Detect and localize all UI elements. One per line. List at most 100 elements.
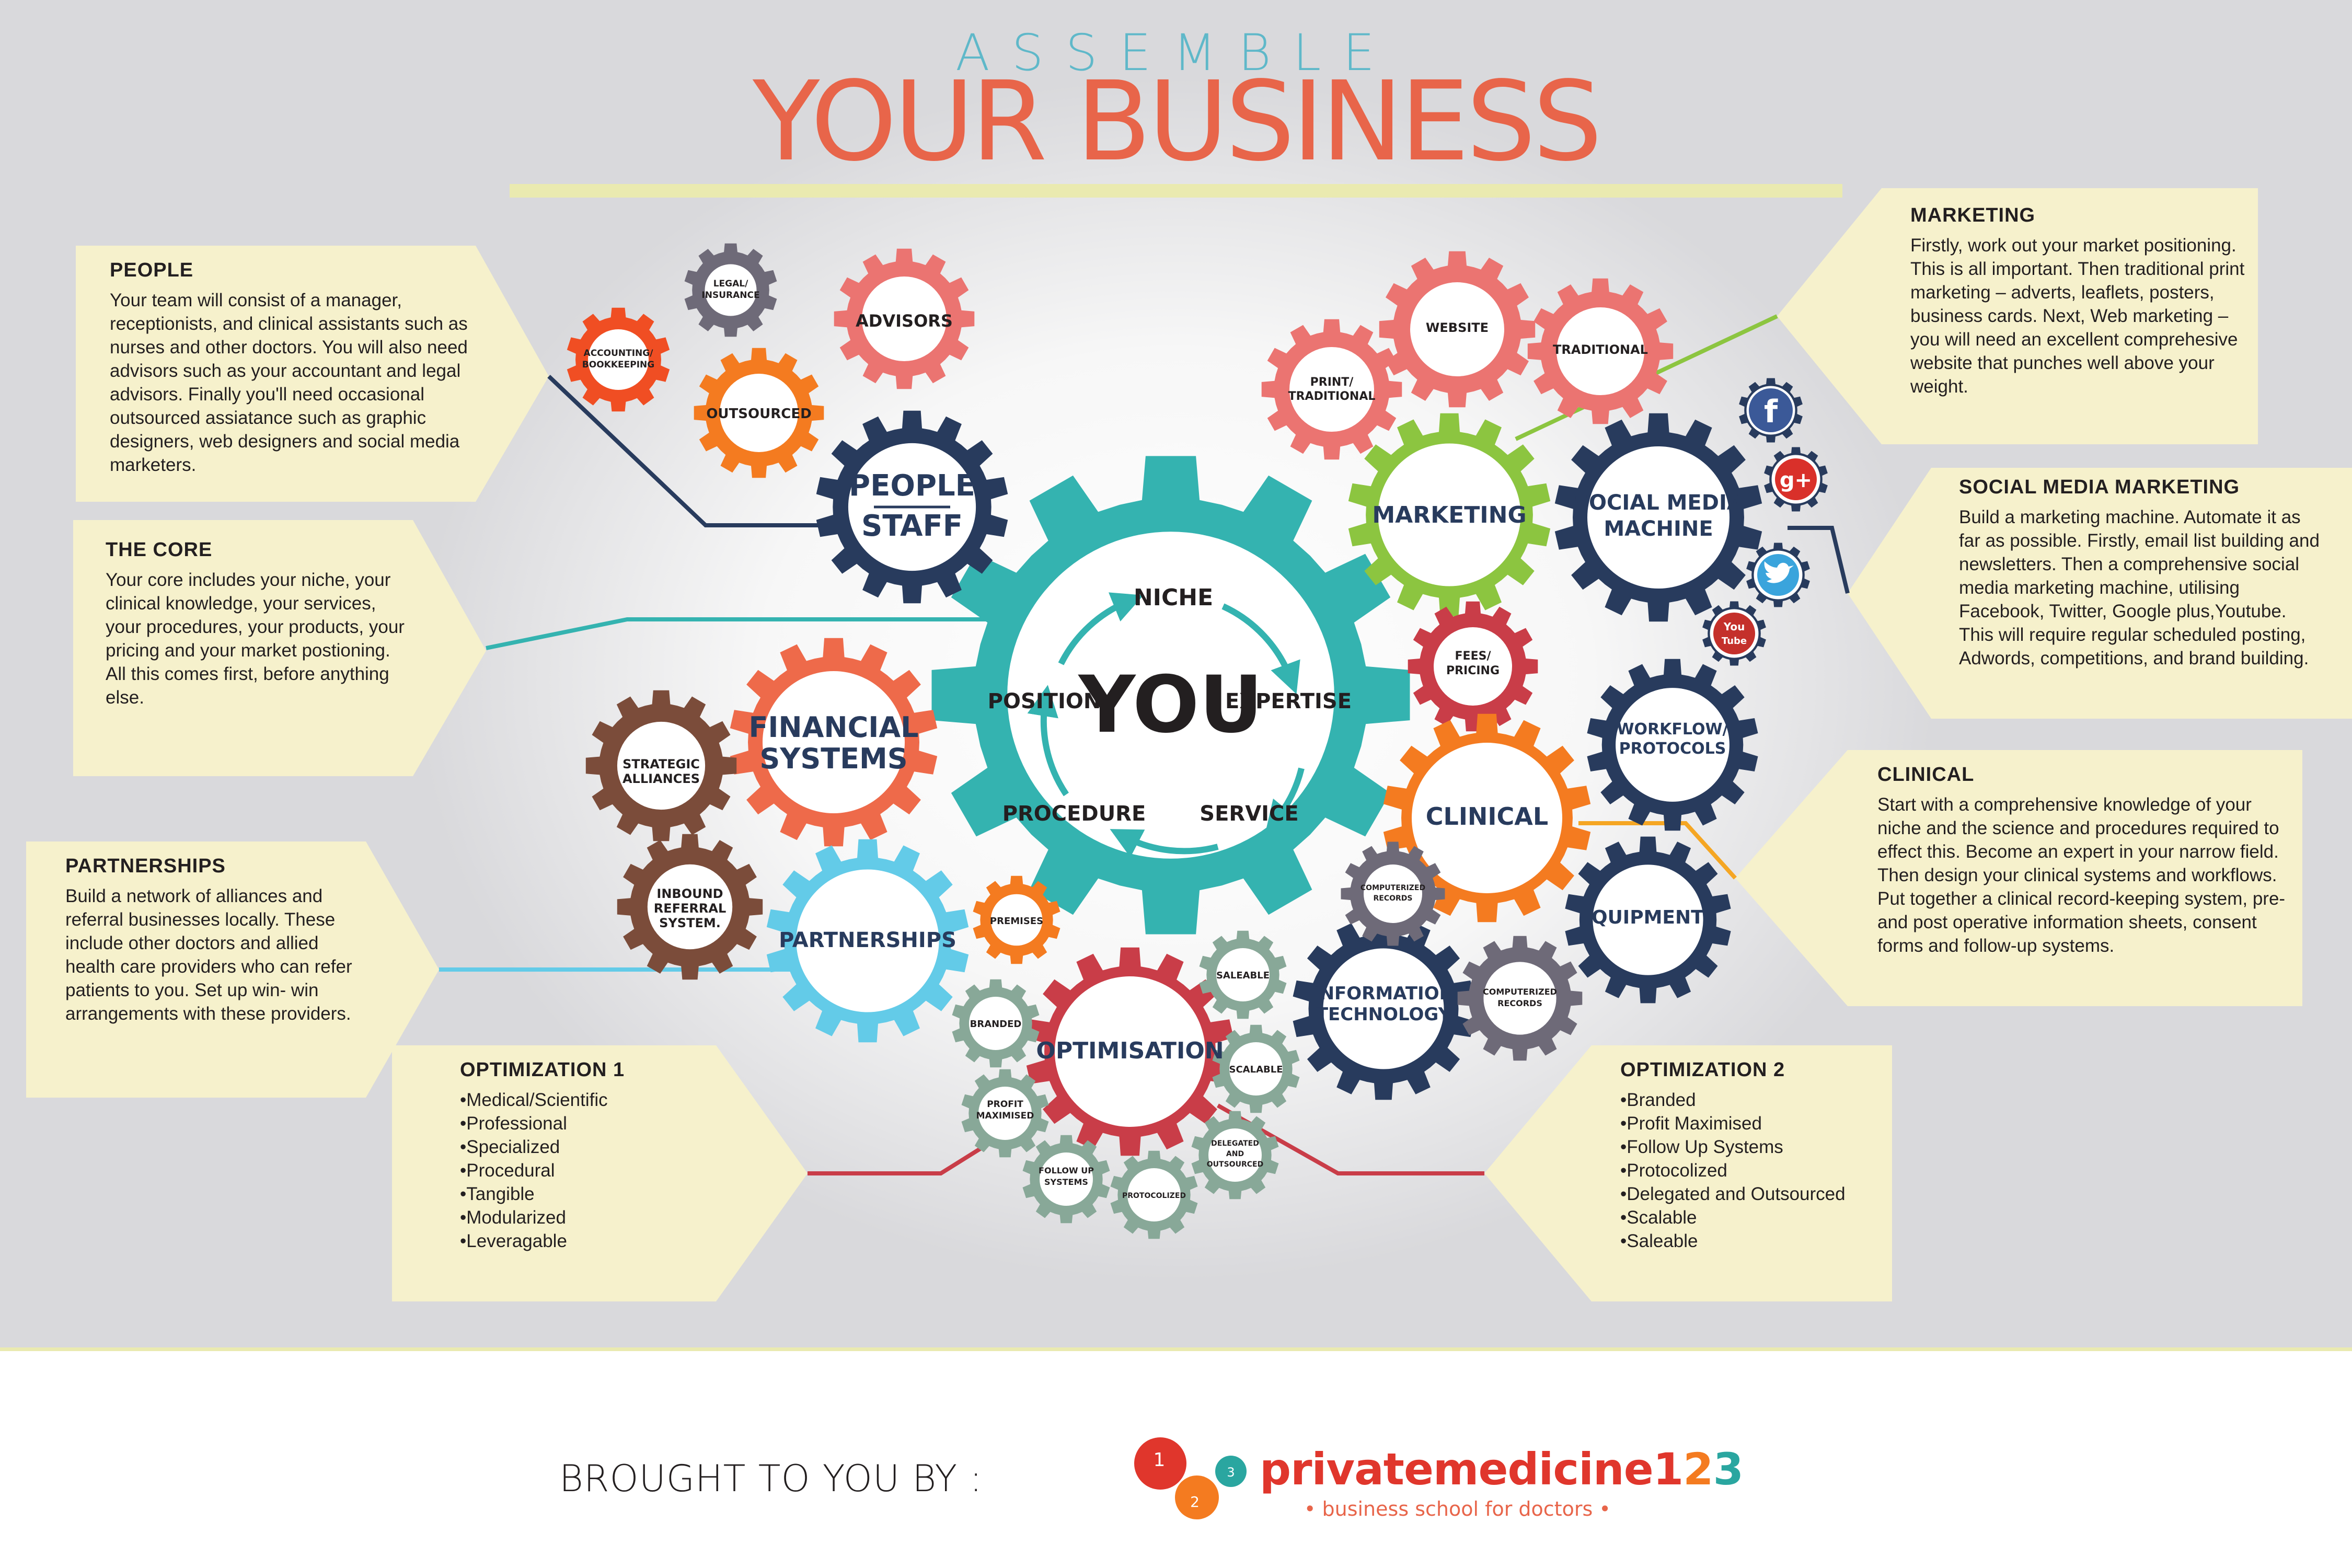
gear-label-and: AND <box>1226 1150 1244 1158</box>
gear-fees-pricing-center <box>1434 627 1512 706</box>
panel-marketing-body: Firstly, work out your market positionin… <box>1910 235 2245 397</box>
youtube-label-top: You <box>1723 620 1745 633</box>
panel-clinical-title: CLINICAL <box>1877 764 1975 786</box>
gear-label-website: WEBSITE <box>1426 320 1489 335</box>
gear-label-insurance: INSURANCE <box>701 290 759 301</box>
page-subtitle: ASSEMBLE <box>955 24 1397 82</box>
list-item: Branded <box>1620 1088 1892 1112</box>
logo-digit-3: 3 <box>1227 1465 1235 1480</box>
gear-optimisation-center <box>1055 976 1205 1127</box>
panel-optimization2: OPTIMIZATION 2 Branded Profit Maximised … <box>1620 1058 1892 1253</box>
gear-label-referral: REFERRAL <box>654 901 727 916</box>
list-item: Scalable <box>1620 1206 1892 1229</box>
panel-optimization1: OPTIMIZATION 1 Medical/Scientific Profes… <box>460 1058 700 1253</box>
gear-label-accounting: ACCOUNTING/ <box>584 348 654 359</box>
gear-label-pricing: PRICING <box>1446 664 1500 677</box>
gear-label-branded: BRANDED <box>970 1019 1022 1030</box>
gear-label-print: PRINT/ <box>1310 376 1354 389</box>
brought-to-you-label: BROUGHT TO YOU BY : <box>559 1457 983 1500</box>
panel-social-media: SOCIAL MEDIA MARKETING Build a marketing… <box>1959 476 2325 670</box>
youtube-label-bottom: Tube <box>1722 636 1747 647</box>
gear-label-financial: FINANCIAL <box>748 711 918 744</box>
gear-traditional-center <box>1557 307 1644 395</box>
panel-shape-marketing <box>1777 188 2258 444</box>
list-item: Professional <box>460 1112 700 1135</box>
gear-label-protocols: PROTOCOLS <box>1619 740 1726 758</box>
list-item: Procedural <box>460 1159 700 1182</box>
panel-people-title: PEOPLE <box>110 259 194 281</box>
gear-label-scalable: SCALABLE <box>1229 1064 1283 1075</box>
gear-label-followup: FOLLOW UP <box>1039 1166 1094 1175</box>
gear-label-strategic: STRATEGIC <box>622 757 700 771</box>
panel-core: THE CORE Your core includes your niche, … <box>106 538 409 709</box>
panel-shape-partnerships <box>26 841 439 1098</box>
gear-print-traditional-center <box>1289 347 1374 432</box>
center-label-you: YOU <box>1078 660 1263 751</box>
list-item: Follow Up Systems <box>1620 1135 1892 1159</box>
connector-social <box>1788 526 1850 594</box>
logo-digit-2: 2 <box>1190 1493 1200 1511</box>
gear-label-information: INFORMATION <box>1313 983 1454 1004</box>
gear-strategic-alliances-center <box>617 721 706 810</box>
center-cycle-arrows <box>1027 592 1305 858</box>
gear-profit-maximised-center <box>978 1087 1032 1140</box>
gear-accounting-center <box>588 329 649 390</box>
gear-protocolized-center <box>1127 1168 1181 1221</box>
panel-shape-clinical <box>1735 750 2302 1006</box>
gear-workflow-protocols-center <box>1616 688 1730 802</box>
facebook-glyph: f <box>1764 394 1778 430</box>
gear-label-computerized-a: COMPUTERIZED <box>1361 884 1425 892</box>
panel-people: PEOPLE Your team will consist of a manag… <box>110 259 476 477</box>
arrow-position-niche <box>1058 592 1144 665</box>
google-plus-icon <box>1775 458 1817 500</box>
gear-label-technology: TECHNOLOGY <box>1316 1004 1451 1025</box>
page-title: YOUR BUSINESS <box>753 57 1602 186</box>
ring-label-position: POSITION <box>988 689 1101 713</box>
gear-advisors-center <box>862 276 947 361</box>
gear-label-protocolized: PROTOCOLIZED <box>1122 1192 1186 1200</box>
panel-social-media-body: Build a marketing machine. Automate it a… <box>1959 507 2320 668</box>
list-item: Medical/Scientific <box>460 1088 700 1112</box>
gear-outsourced-center <box>720 374 798 452</box>
gear-label-clinical: CLINICAL <box>1426 802 1548 831</box>
logo-circle-1 <box>1134 1437 1186 1490</box>
gear-legal-insurance-center <box>705 264 757 316</box>
gear-label-maximised: MAXIMISED <box>976 1111 1034 1121</box>
gear-label-marketing: MARKETING <box>1372 502 1526 528</box>
logo-tagline: • business school for doctors • <box>1304 1497 1611 1520</box>
gear-label-fees: FEES/ <box>1455 650 1492 663</box>
gear-label-inbound: INBOUND <box>656 886 723 901</box>
gear-label-followup-systems: SYSTEMS <box>1044 1177 1088 1187</box>
logo-circle-3 <box>1215 1456 1247 1487</box>
gear-equipments-center <box>1593 864 1703 975</box>
gear-label-bookkeeping: BOOKKEEPING <box>582 360 654 370</box>
ring-label-service: SERVICE <box>1200 802 1298 826</box>
logo-word-medicine: medicine <box>1433 1444 1654 1495</box>
gear-financial-systems-center <box>763 671 905 813</box>
panel-core-title: THE CORE <box>106 539 213 561</box>
gear-label-records-a: RECORDS <box>1373 894 1412 903</box>
gear-saleable-center <box>1216 948 1270 1001</box>
gear-delegated-center <box>1208 1128 1262 1182</box>
gear-label-social-media: SOCIAL MEDIA <box>1574 491 1743 515</box>
gear-label-systems: SYSTEMS <box>759 742 907 775</box>
gear-followup-systems-center <box>1040 1152 1093 1206</box>
gear-computerized-records-a-center <box>1364 864 1422 923</box>
google-plus-glyph: g+ <box>1780 468 1812 492</box>
gear-website-center <box>1410 282 1504 376</box>
gear-label-traditional: TRADITIONAL <box>1553 342 1648 357</box>
arrow-expertise-service <box>1265 767 1305 833</box>
logo-digit-text-2: 2 <box>1683 1444 1713 1495</box>
panel-optimization2-title: OPTIMIZATION 2 <box>1620 1059 1785 1081</box>
social-icons: f g+ You Tube <box>1713 388 1817 654</box>
gear-premises-center <box>990 894 1043 946</box>
gear-label-people: PEOPLE <box>849 469 975 503</box>
gear-center-you-center <box>1007 532 1334 859</box>
gear-computerized-records-b-center <box>1483 962 1557 1035</box>
list-item: Specialized <box>460 1135 700 1159</box>
gear-social-media-machine-center <box>1587 446 1730 589</box>
gear-label-staff: STAFF <box>861 509 963 543</box>
gear-clinical-center <box>1412 743 1562 893</box>
gear-label-computerized-b: COMPUTERIZED <box>1483 987 1557 997</box>
gear-label-profit: PROFIT <box>987 1099 1023 1110</box>
